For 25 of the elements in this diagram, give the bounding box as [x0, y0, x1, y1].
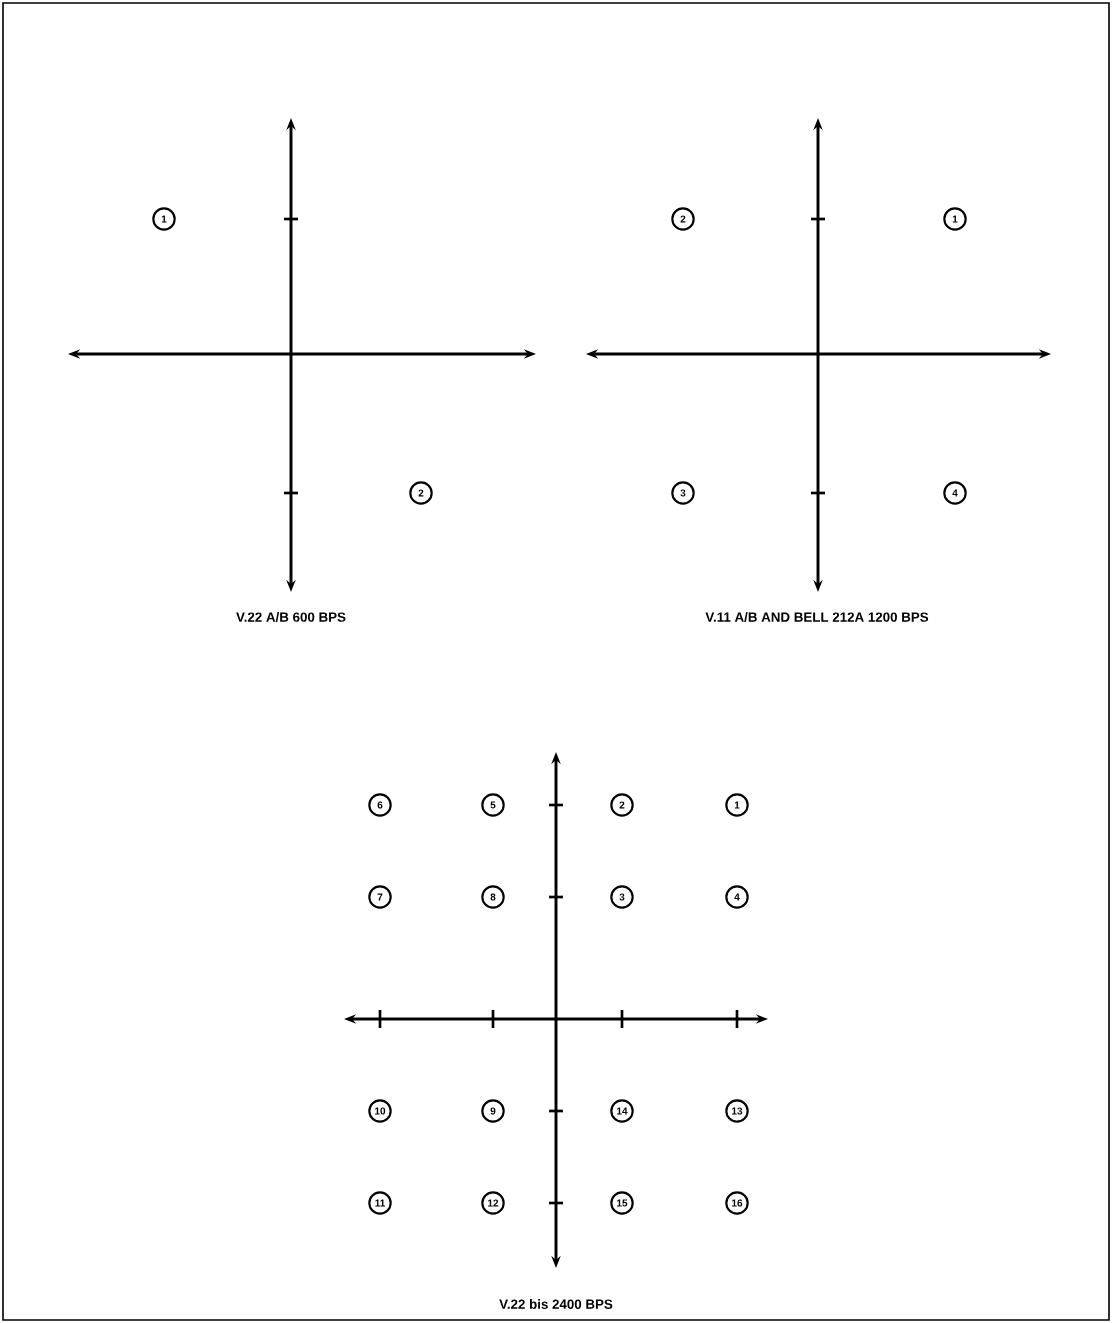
circled-number: 12 [481, 1191, 505, 1215]
circled-number: 8 [481, 885, 505, 909]
circled-number: 1 [943, 207, 967, 231]
circled-number: 14 [610, 1099, 634, 1123]
circled-number: 1 [725, 793, 749, 817]
circled-number: 11 [368, 1191, 392, 1215]
circled-number: 10 [368, 1099, 392, 1123]
circled-number: 5 [481, 793, 505, 817]
circled-number: 13 [725, 1099, 749, 1123]
circled-number: 1 [152, 207, 176, 231]
circled-number: 3 [671, 481, 695, 505]
chart-caption: V.22 A/B 600 BPS [236, 612, 346, 622]
circled-number: 16 [725, 1191, 749, 1215]
circled-number: 6 [368, 793, 392, 817]
circled-number: 2 [409, 481, 433, 505]
circled-number: 3 [610, 885, 634, 909]
circled-number: 4 [943, 481, 967, 505]
chart-caption: V.22 bis 2400 BPS [499, 1299, 613, 1309]
circled-number: 2 [671, 207, 695, 231]
circled-number: 15 [610, 1191, 634, 1215]
circled-number: 2 [610, 793, 634, 817]
chart-caption: V.11 A/B AND BELL 212A 1200 BPS [705, 612, 929, 622]
circled-number: 9 [481, 1099, 505, 1123]
circled-number: 7 [368, 885, 392, 909]
circled-number: 4 [725, 885, 749, 909]
